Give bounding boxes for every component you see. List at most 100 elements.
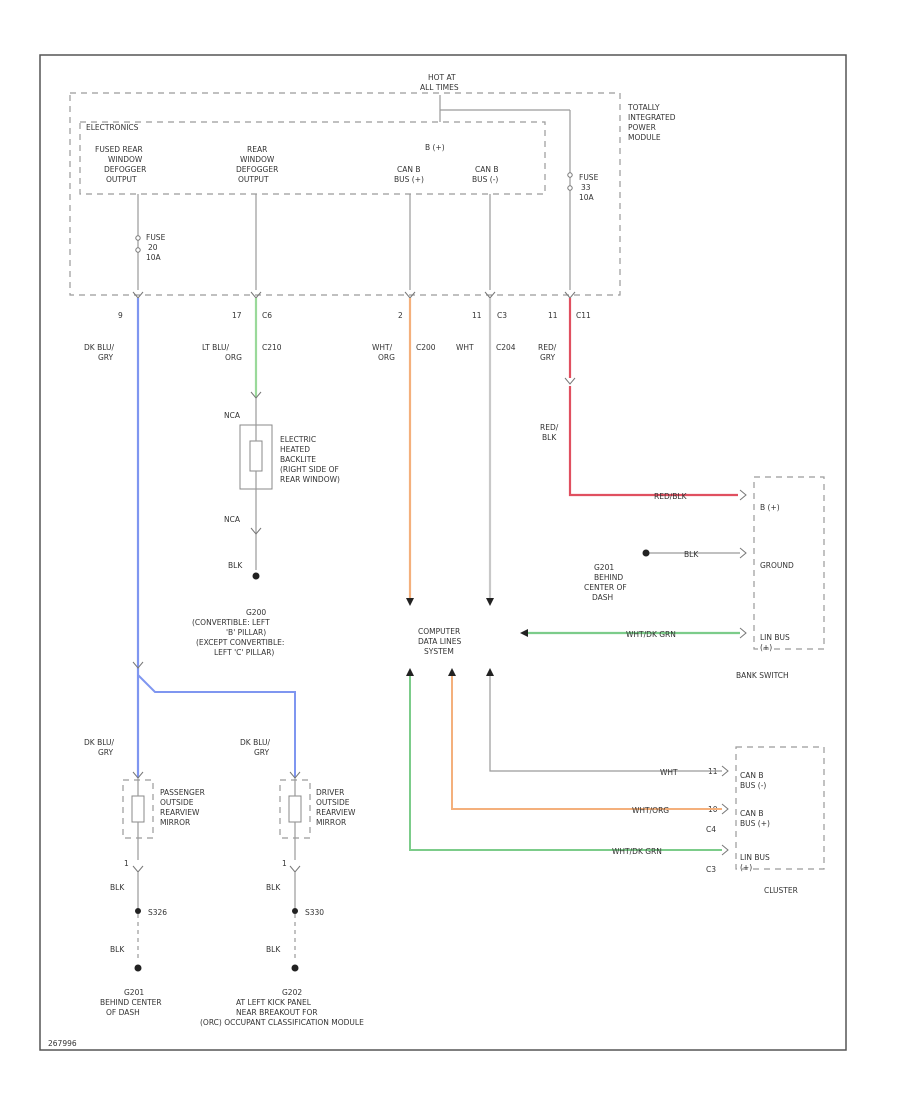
arrow-cluster-wht-org-icon [448,668,456,676]
pin-11-b-connector: C11 [576,311,591,320]
heated-backlite-element [239,412,273,570]
rear-window-label-2: WINDOW [240,155,275,164]
cds-label-2: DATA LINES [418,637,461,646]
pin-11-a-connector: C3 [497,311,507,320]
pin-2: 2 [398,311,403,320]
dk-blu-splice-connector [132,661,144,669]
diagram-frame [39,54,847,1051]
label-wht: WHT [456,343,474,352]
g201-label-3: CENTER OF [584,583,627,592]
g201-label-2: BEHIND [594,573,623,582]
fuse-20-label-2: 20 [148,243,158,252]
g201b-label-3: OF DASH [106,1008,140,1017]
pass-mirror-label-3: REARVIEW [160,808,200,817]
tipm-name-3: POWER [628,123,656,132]
label-lt-blu-2: ORG [225,353,242,362]
driver-mirror-icon [279,771,311,860]
g202-label-1: G202 [282,988,302,997]
label-dk-blu-1: DK BLU/ [84,343,115,352]
label-dk-blu-2: GRY [98,353,114,362]
g201b-label-2: BEHIND CENTER [100,998,162,1007]
lt-blu-connector [250,391,262,399]
g200-label-3: 'B' PILLAR) [226,628,266,637]
pass-mirror-connector [132,865,144,873]
arrow-cluster-wht-icon [486,668,494,676]
s326-label: S326 [148,908,167,917]
cluster-canl-2: BUS (-) [740,781,766,790]
g202-ground-icon [291,964,299,972]
label-wht-conn: C204 [496,343,516,352]
drv-mirror-label-4: MIRROR [316,818,346,827]
fuse-33-icon [567,168,573,196]
pass-mirror-label-4: MIRROR [160,818,190,827]
electronics-dashed-box [79,121,546,195]
pass-mirror-pin: 1 [124,859,129,868]
pin-11-b: 11 [548,311,558,320]
cds-label-1: COMPUTER [418,627,460,636]
cluster-canh-1: CAN B [740,809,764,818]
arrow-canb-high-icon [406,598,414,606]
bank-switch-name: BANK SWITCH [736,671,789,680]
label-lt-blu-1: LT BLU/ [202,343,230,352]
bank-ground-blk: BLK [684,550,699,559]
backlite-nca-top: NCA [224,411,241,420]
fuse-33-label-1: FUSE [579,173,599,182]
wire-cluster-wht-org [451,672,722,810]
cds-label-3: SYSTEM [424,647,454,656]
backlite-label-2: HEATED [280,445,310,454]
cluster-lin-2: (+) [740,863,752,872]
drv-mirror-label-2: OUTSIDE [316,798,350,807]
drv-blk-1: BLK [266,883,281,892]
s330-splice-icon [292,908,298,914]
diagram-code: 267996 [48,1039,77,1048]
tipm-name-1: TOTALLY [627,103,660,112]
label-cluster-wht: WHT [660,768,678,777]
wire-red-blk [568,386,738,497]
backlite-lower-connector [250,527,262,535]
backlite-label-5: REAR WINDOW) [280,475,340,484]
label-red-blk-1: RED/ [540,423,559,432]
tipm-dashed-box [69,92,621,296]
fuse-20-label-1: FUSE [146,233,166,242]
label-cluster-lin: WHT/DK GRN [612,847,662,856]
bplus-label: B (+) [425,143,445,152]
cluster-lin-1: LIN BUS [740,853,770,862]
label-red-gry-1: RED/ [538,343,557,352]
wire-cluster-lin [409,672,722,851]
cluster-canh-2: BUS (+) [740,819,770,828]
fused-rear-label-1: FUSED REAR [95,145,143,154]
rear-window-label-3: DEFOGGER [236,165,278,174]
pin-17: 17 [232,311,242,320]
fused-rear-label-2: WINDOW [108,155,143,164]
fuse-20-label-3: 10A [146,253,162,262]
tipm-name-2: INTEGRATED [628,113,676,122]
bank-ground: GROUND [760,561,794,570]
wire-dk-blu-gry-to-driver [137,674,296,778]
label-red-blk-h: RED/BLK [654,492,688,501]
label-cluster-wht-org: WHT/ORG [632,806,669,815]
tipm-module: HOT AT ALL TIMES TOTALLY INTEGRATED POWE… [69,73,676,296]
label-wht-org-2: ORG [378,353,395,362]
pass-mirror-label-2: OUTSIDE [160,798,194,807]
arrow-cluster-lin-icon [406,668,414,676]
passenger-mirror-icon [122,771,154,860]
pass-blk-2: BLK [110,945,125,954]
fused-rear-label-4: OUTPUT [106,175,137,184]
backlite-label-1: ELECTRIC [280,435,316,444]
g200-label-2: (CONVERTIBLE: LEFT [192,618,270,627]
g200-ground-icon [252,572,260,580]
label-red-blk-2: BLK [542,433,557,442]
g202-label-4: (ORC) OCCUPANT CLASSIFICATION MODULE [200,1018,364,1027]
g200-label-1: G200 [246,608,266,617]
rear-window-label-1: REAR [247,145,267,154]
g200-label-5: LEFT 'C' PILLAR) [214,648,274,657]
backlite-label-4: (RIGHT SIDE OF [280,465,339,474]
fused-rear-label-3: DEFOGGER [104,165,146,174]
drv-mirror-label-3: REARVIEW [316,808,356,817]
canb-low-label-1: CAN B [475,165,499,174]
wire-cluster-wht [489,672,722,772]
drv-blk-2: BLK [266,945,281,954]
drv-mirror-label-1: DRIVER [316,788,344,797]
fuse-33-label-3: 10A [579,193,595,202]
